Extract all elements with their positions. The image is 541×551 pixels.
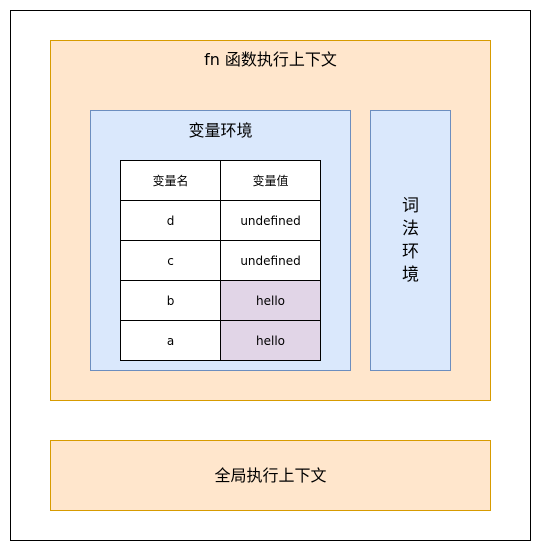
table-header-row: 变量名变量值 xyxy=(120,160,321,201)
header-variable-name: 变量名 xyxy=(120,160,221,201)
header-variable-value: 变量值 xyxy=(220,160,321,201)
global-execution-context-box: 全局执行上下文 xyxy=(50,440,491,511)
variable-value-cell: hello xyxy=(220,320,321,361)
variable-name-cell: a xyxy=(120,320,221,361)
fn-execution-context-title: fn 函数执行上下文 xyxy=(204,50,337,69)
variable-name-cell: c xyxy=(120,240,221,281)
variable-value-cell: undefined xyxy=(220,240,321,281)
variable-value-cell: hello xyxy=(220,280,321,321)
variable-name-cell: b xyxy=(120,280,221,321)
variable-value-cell: undefined xyxy=(220,200,321,241)
lexical-environment-title: 词法环境 xyxy=(402,195,419,285)
lexical-environment-label-wrap: 词法环境 xyxy=(370,110,451,371)
variable-environment-title: 变量环境 xyxy=(188,121,253,140)
lexical-environment-box xyxy=(370,110,451,371)
global-execution-context-title: 全局执行上下文 xyxy=(214,465,327,485)
variable-name-cell: d xyxy=(120,200,221,241)
